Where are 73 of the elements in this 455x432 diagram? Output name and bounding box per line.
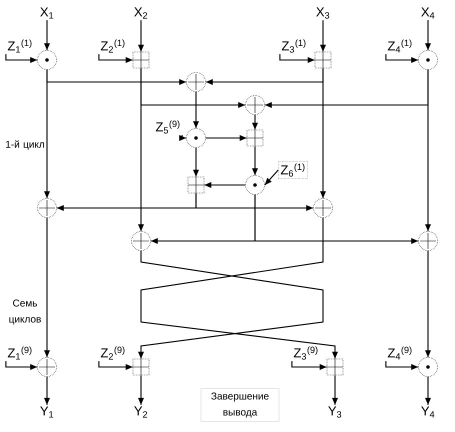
variable-label: Y$_{3}$	[328, 406, 342, 418]
arrow	[195, 193, 314, 211]
note-label: Завершение вывода	[200, 388, 280, 422]
arrow	[425, 20, 431, 50]
variable-label: X$_{2}$	[134, 7, 148, 19]
operation-circle	[37, 50, 57, 70]
arrow	[252, 146, 258, 176]
arrow	[385, 361, 418, 370]
variable-label: Y$_{2}$	[134, 406, 148, 418]
operation-box	[314, 52, 332, 68]
variable-label: Y$_{1}$	[40, 406, 54, 418]
arrow	[44, 20, 50, 50]
key-label: Z$_{6}$(1)	[278, 161, 308, 179]
operation-box	[132, 52, 150, 68]
variable-label: Z$_{3}$(1)	[282, 39, 306, 53]
arrow	[264, 170, 279, 186]
variable-label: Z$_{5}$(9)	[156, 120, 180, 134]
arrow	[320, 68, 326, 198]
arrow	[193, 148, 199, 177]
arrow	[5, 54, 38, 63]
arrow	[385, 54, 418, 63]
operation-circle	[186, 128, 206, 148]
operation-box	[326, 358, 344, 376]
variable-label: Z$_{4}$(1)	[388, 39, 412, 53]
operation-circle	[245, 175, 265, 195]
operation-circle	[313, 198, 333, 218]
note-label: 1-й цикл	[6, 140, 44, 150]
arrow	[425, 250, 431, 358]
arrow	[140, 218, 338, 359]
operation-circle	[418, 357, 438, 377]
operation-box	[246, 130, 264, 146]
arrow	[204, 182, 246, 188]
operation-circle	[37, 357, 57, 377]
arrow	[332, 375, 338, 405]
arrow	[254, 194, 418, 244]
arrow	[291, 361, 327, 370]
operation-circle	[186, 72, 206, 92]
arrow	[193, 92, 199, 128]
arrow	[138, 250, 324, 359]
arrow	[138, 68, 144, 232]
arrow	[138, 375, 144, 405]
variable-label: Z$_{2}$(9)	[100, 346, 124, 360]
arrow	[138, 20, 144, 52]
operation-circle	[37, 198, 57, 218]
arrow	[206, 135, 247, 141]
arrow	[425, 70, 431, 232]
note-label: Семь циклов	[9, 300, 41, 324]
variable-label: Z$_{1}$(1)	[8, 39, 32, 53]
variable-label: X$_{4}$	[421, 7, 434, 19]
arrow	[44, 218, 50, 358]
variable-label: Y$_{4}$	[421, 406, 434, 418]
arrow	[425, 376, 431, 405]
variable-label: Z$_{1}$(9)	[8, 346, 32, 360]
arrow	[98, 54, 133, 63]
variable-label: Z$_{3}$(9)	[294, 346, 318, 360]
arrow	[252, 114, 258, 130]
operation-box	[188, 176, 204, 194]
variable-label: X$_{3}$	[316, 7, 330, 19]
variable-label: X$_{1}$	[40, 7, 54, 19]
arrow	[98, 361, 133, 370]
operation-circle	[131, 231, 151, 251]
variable-label: Z$_{2}$(1)	[100, 39, 124, 53]
arrow	[279, 54, 315, 63]
operation-box	[132, 358, 150, 376]
arrow	[179, 135, 186, 141]
arrow	[320, 20, 326, 52]
arrow	[5, 361, 38, 370]
operation-circle	[418, 50, 438, 70]
operation-circle	[245, 95, 265, 115]
variable-label: Z$_{4}$(9)	[388, 346, 412, 360]
operation-circle	[418, 231, 438, 251]
arrow	[44, 376, 50, 405]
arrow	[44, 70, 50, 198]
